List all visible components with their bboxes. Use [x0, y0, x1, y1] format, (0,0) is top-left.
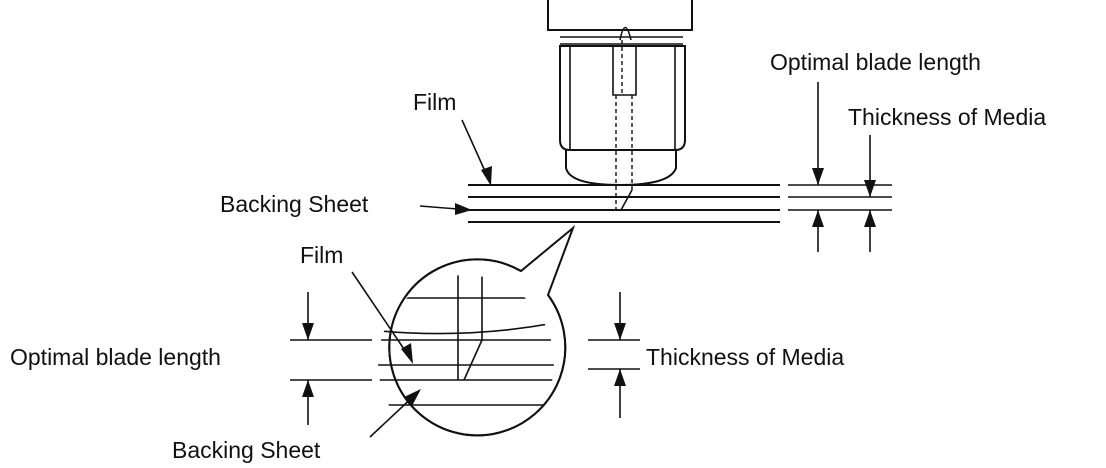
detail-dimension-blade-length [290, 292, 372, 425]
detail-backing-sheet-label: Backing Sheet [172, 437, 321, 463]
detail-thickness-arrowhead [614, 323, 626, 340]
blade-length-arrowhead [812, 168, 824, 185]
blade-slot [612, 45, 637, 96]
thickness-arrowhead [864, 180, 876, 197]
top-optimal-blade-length-label: Optimal blade length [770, 49, 981, 75]
top-leaders [419, 119, 492, 215]
top-dimension-blade-length [812, 82, 824, 252]
detail-blade-tip [463, 339, 483, 381]
top-film-label: Film [413, 89, 456, 115]
top-backing-sheet-label: Backing Sheet [220, 191, 369, 217]
detail-dimension-thickness [588, 292, 640, 418]
detail-backing-leader-arrowhead [404, 389, 421, 406]
backing-sheet-leader-arrowhead [455, 203, 472, 215]
detail-holder-curve [378, 321, 554, 335]
holder-upper-body [547, 0, 693, 31]
detail-leaders [351, 271, 421, 438]
holder-tip [565, 150, 677, 187]
detail-film-leader [351, 271, 411, 359]
media-layers [468, 184, 892, 223]
detail-circle-edge [388, 258, 567, 437]
thickness-arrowhead [864, 210, 876, 227]
detail-film-leader-arrowhead [401, 343, 413, 364]
detail-blade-arrowhead [302, 323, 314, 340]
blade-length-arrowhead [812, 210, 824, 227]
blade-top [619, 26, 632, 41]
film-leader-arrowhead [481, 166, 492, 186]
detail-thickness-of-media-label: Thickness of Media [646, 344, 844, 370]
top-dimension-thickness [864, 135, 876, 252]
detail-optimal-blade-length-label: Optimal blade length [10, 344, 221, 370]
detail-thickness-arrowhead [614, 369, 626, 386]
detail-film-label: Film [300, 242, 343, 268]
blade-tip-edge [620, 189, 633, 211]
blade-holder [547, 0, 693, 211]
top-thickness-of-media-label: Thickness of Media [848, 104, 1046, 130]
detail-blade-arrowhead [302, 380, 314, 397]
detail-callout [378, 224, 576, 437]
